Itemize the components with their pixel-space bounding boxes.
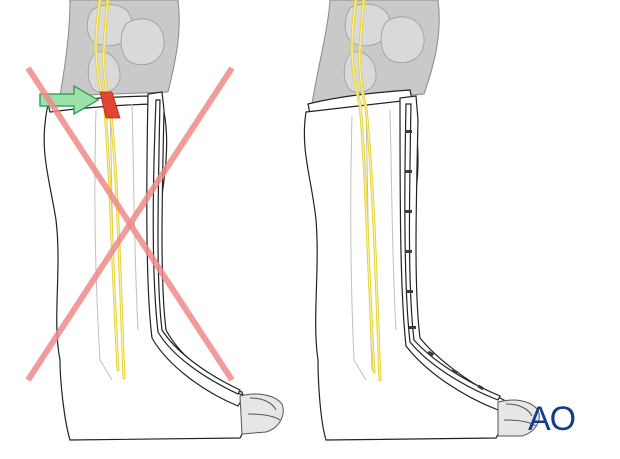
- toes-right: [497, 399, 540, 437]
- nerves-right: [350, 0, 382, 382]
- ao-logo: AO: [528, 400, 575, 438]
- incorrect-cross: [25, 66, 235, 382]
- nerves-left: [94, 0, 126, 380]
- splint-right: [399, 95, 505, 411]
- panel-incorrect: [25, 0, 284, 441]
- knee-bones-right: [311, 0, 440, 105]
- pressure-arrow: [39, 84, 100, 116]
- toes-left: [239, 393, 284, 435]
- splint-segments: [405, 130, 485, 391]
- knee-bones-left: [59, 0, 180, 97]
- pressure-point: [99, 91, 121, 119]
- panel-correct: [303, 0, 540, 441]
